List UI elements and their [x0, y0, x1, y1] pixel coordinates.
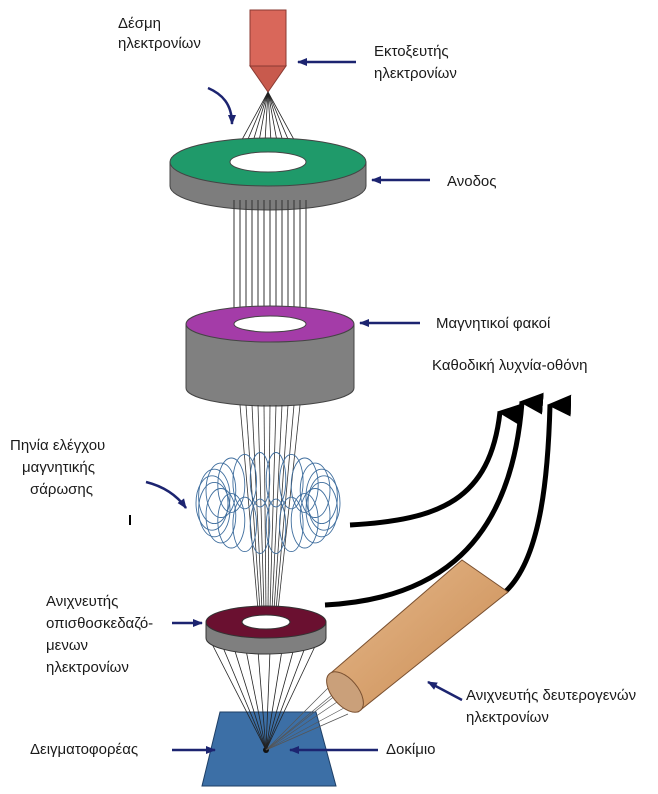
electron-gun	[250, 10, 286, 92]
coil-loop	[196, 476, 228, 530]
bse-label-2: οπισθοσκεδαζό-	[46, 615, 153, 632]
lens-label: Μαγνητικοί φακοί	[436, 315, 551, 332]
magnetic-lens	[186, 306, 354, 406]
coils-label-2: μαγνητικής	[22, 459, 95, 476]
holder-label: Δειγματοφορέας	[30, 741, 138, 758]
beam-label-1: Δέσμη	[118, 15, 161, 32]
bse-label-3: μενων	[46, 637, 88, 654]
se-label-2: ηλεκτρονίων	[466, 709, 549, 726]
coils-label-1: Πηνία ελέγχου	[10, 437, 105, 454]
beam-label-2: ηλεκτρονίων	[118, 35, 201, 52]
specimen-label: Δοκίμιο	[386, 741, 436, 758]
gun-label-2: ηλεκτρονίων	[374, 65, 457, 82]
backscatter-detector	[206, 606, 326, 654]
anode-label: Ανοδος	[447, 173, 497, 190]
bse-label-4: ηλεκτρονίων	[46, 659, 129, 676]
anode-ring	[170, 138, 366, 210]
gun-label-1: Εκτοξευτής	[374, 43, 449, 60]
coils-label-3: σάρωσης	[30, 481, 93, 498]
scan-coils	[196, 453, 340, 554]
signal-arrows	[325, 402, 550, 605]
electron-beam-parallel	[234, 200, 306, 310]
coil-loop	[308, 476, 340, 530]
crt-label: Καθοδική λυχνία-οθόνη	[432, 357, 587, 374]
se-label-1: Ανιχνευτής δευτερογενών	[466, 687, 636, 704]
bse-label-1: Ανιχνευτής	[46, 593, 118, 610]
